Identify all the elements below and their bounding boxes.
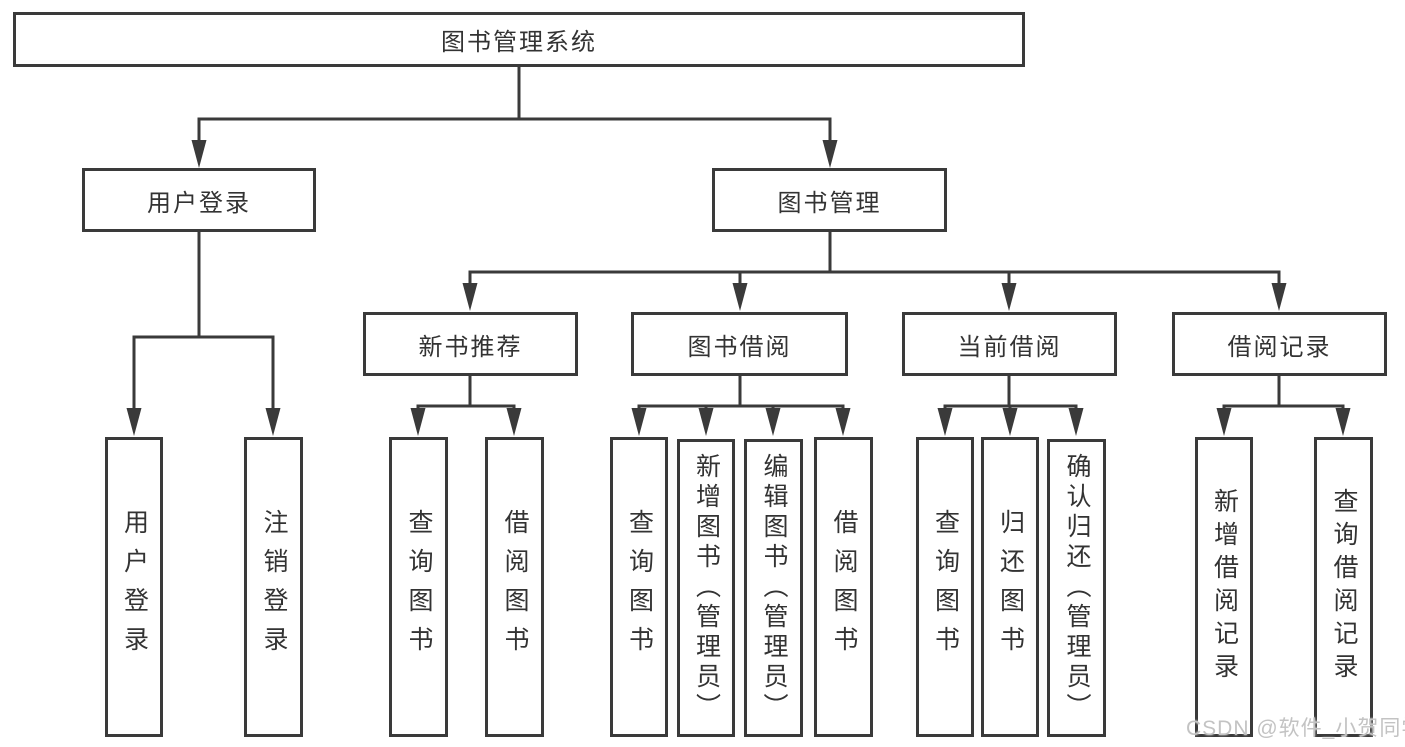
connector-book-management-branch — [462, 232, 1287, 311]
node-label: 图书管理系统 — [441, 29, 597, 56]
leaf-label: 查询图书 — [931, 509, 960, 665]
leaf-user-login: 用户登录 — [105, 437, 163, 737]
connector-borrow-records-branch — [1216, 376, 1351, 436]
csdn-watermark: CSDN @软件_小贺同学 — [1186, 717, 1405, 740]
node-borrow-records: 借阅记录 — [1172, 312, 1387, 376]
leaf-label: 借阅图书 — [501, 509, 529, 665]
leaf-label: 编辑图书（管理员） — [760, 453, 788, 723]
node-label: 用户登录 — [147, 189, 251, 217]
node-new-book-recommend: 新书推荐 — [363, 312, 578, 376]
leaf-logout: 注销登录 — [244, 437, 303, 737]
node-label: 借阅记录 — [1227, 333, 1332, 361]
leaf-edit-book-admin: 编辑图书（管理员） — [744, 439, 803, 737]
leaf-label: 归还图书 — [996, 509, 1025, 665]
node-label: 图书管理 — [777, 189, 882, 217]
leaf-query-books-borrow: 查询图书 — [610, 437, 668, 737]
leaf-return-book: 归还图书 — [981, 437, 1039, 737]
leaf-label: 查询图书 — [625, 509, 654, 665]
leaf-label: 用户登录 — [120, 509, 149, 665]
leaf-label: 查询借阅记录 — [1330, 488, 1358, 686]
node-user-login: 用户登录 — [82, 168, 316, 232]
leaf-label: 查询图书 — [405, 509, 433, 665]
leaf-label: 借阅图书 — [830, 509, 858, 665]
node-label: 当前借阅 — [957, 333, 1062, 361]
leaf-label: 确认归还（管理员） — [1063, 453, 1091, 723]
connector-user-login-branch — [126, 232, 281, 436]
node-book-management: 图书管理 — [712, 168, 947, 232]
node-library-management-system: 图书管理系统 — [13, 12, 1025, 67]
connector-book-borrow-branch — [631, 376, 851, 436]
connector-root-to-level2 — [191, 67, 838, 168]
node-book-borrow: 图书借阅 — [631, 312, 848, 376]
leaf-query-books-recommend: 查询图书 — [389, 437, 448, 737]
leaf-label: 注销登录 — [260, 509, 288, 665]
node-label: 新书推荐 — [418, 333, 523, 361]
node-label: 图书借阅 — [687, 333, 792, 361]
leaf-query-borrow-record: 查询借阅记录 — [1314, 437, 1373, 737]
connector-current-borrow-branch — [937, 376, 1084, 436]
leaf-label: 新增借阅记录 — [1210, 488, 1239, 686]
leaf-query-books-current: 查询图书 — [916, 437, 974, 737]
node-current-borrow: 当前借阅 — [902, 312, 1117, 376]
leaf-add-book-admin: 新增图书（管理员） — [677, 439, 735, 737]
leaf-confirm-return-admin: 确认归还（管理员） — [1047, 439, 1106, 737]
connector-new-books-branch — [410, 376, 522, 436]
leaf-label: 新增图书（管理员） — [692, 453, 721, 723]
leaf-add-borrow-record: 新增借阅记录 — [1195, 437, 1253, 737]
leaf-borrow-books-recommend: 借阅图书 — [485, 437, 544, 737]
leaf-borrow-books: 借阅图书 — [814, 437, 873, 737]
